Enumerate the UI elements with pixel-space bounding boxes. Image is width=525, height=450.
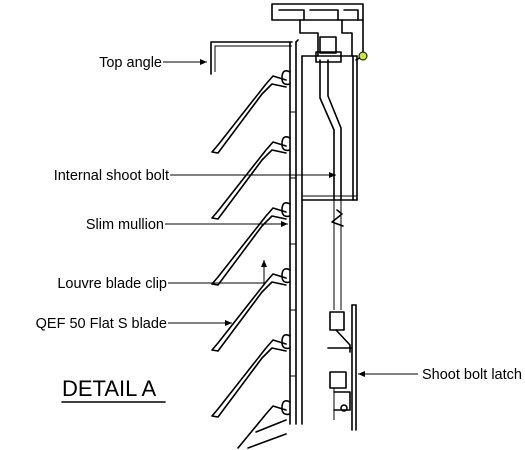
leader-louvre-blade-clip [168,260,267,284]
label-slim-mullion: Slim mullion [86,217,164,233]
latch-assembly [327,304,357,431]
label-flat-s-blade: QEF 50 Flat S blade [36,316,167,332]
head-frame [271,3,364,63]
slim-mullion [289,39,299,425]
label-louvre-blade-clip: Louvre blade clip [57,276,167,292]
detail-title: DETAIL A [62,376,156,401]
label-top-angle: Top angle [99,55,162,71]
shoot-bolt-rod [319,55,354,310]
sash-frame [301,55,358,425]
louvre-blades [211,75,287,449]
seal-highlight [358,51,368,61]
blade-clips [281,70,296,416]
label-shoot-bolt-latch: Shoot bolt latch [422,367,522,383]
top-angle-profile [210,41,293,75]
label-internal-shoot-bolt: Internal shoot bolt [54,168,169,184]
